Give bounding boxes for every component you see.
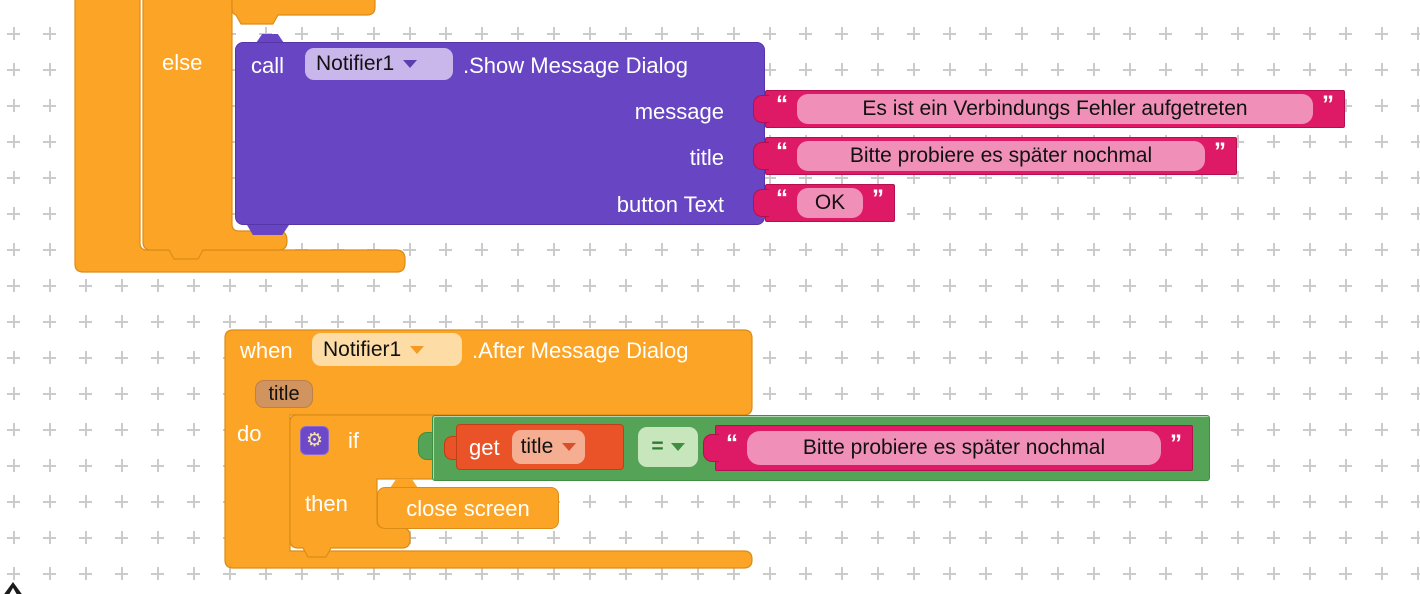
get-label: get: [469, 434, 500, 460]
operator-dropdown[interactable]: =: [638, 427, 698, 467]
mutator-gear-button[interactable]: ⚙: [300, 426, 329, 455]
close-quote: ”: [1322, 91, 1334, 118]
close-screen-top-tab: [390, 479, 418, 488]
text-block-title[interactable]: “ Bitte probiere es später nochmal ”: [753, 137, 1237, 175]
event-param-title-chip[interactable]: title: [255, 380, 313, 408]
dropdown-arrow-icon: [403, 60, 418, 68]
open-quote: “: [726, 430, 738, 457]
call-block-top-tab: [256, 34, 284, 43]
text-block-comparison[interactable]: “ Bitte probiere es später nochmal ”: [703, 425, 1193, 471]
call-block-bottom-tab: [247, 225, 289, 235]
text-block-button-text[interactable]: “ OK ”: [753, 184, 895, 222]
call-show-message-dialog-block[interactable]: call Notifier1 .Show Message Dialog mess…: [235, 42, 765, 225]
if-else-block[interactable]: [142, 0, 288, 260]
component-dropdown[interactable]: Notifier1: [305, 48, 453, 80]
open-quote: “: [776, 138, 788, 165]
arg-label-title: title: [689, 145, 724, 170]
close-quote: ”: [872, 185, 884, 212]
do-label: do: [237, 421, 262, 446]
gear-icon: ⚙: [305, 429, 324, 451]
variable-dropdown[interactable]: title: [511, 430, 586, 464]
close-screen-block[interactable]: close screen: [377, 487, 559, 529]
value-plug: [444, 436, 458, 460]
value-plug: [703, 434, 719, 462]
then-socket-block-remnant[interactable]: [231, 0, 376, 25]
param-chip-label: title: [268, 382, 300, 405]
call-label: call: [251, 53, 285, 78]
text-field-title[interactable]: Bitte probiere es später nochmal: [797, 141, 1205, 171]
if-label: if: [348, 428, 359, 453]
variable-dropdown-value: title: [520, 435, 554, 458]
else-label: else: [162, 50, 203, 75]
open-quote: “: [776, 91, 788, 118]
value-plug: [753, 142, 769, 170]
event-component-dropdown[interactable]: Notifier1: [312, 333, 462, 366]
arg-label-button-text: button Text: [616, 192, 724, 217]
get-variable-block[interactable]: get title: [456, 424, 624, 470]
when-after-message-dialog-block[interactable]: [224, 329, 753, 569]
text-field-message[interactable]: Es ist ein Verbindungs Fehler aufgetrete…: [797, 94, 1313, 124]
operator-dropdown-value: =: [651, 435, 664, 458]
when-label: when: [240, 338, 293, 363]
enclosing-block[interactable]: [74, 0, 406, 273]
component-dropdown-value: Notifier1: [316, 52, 395, 75]
dropdown-arrow-icon: [410, 345, 425, 354]
dropdown-arrow-icon: [670, 443, 685, 451]
event-label: .After Message Dialog: [472, 338, 689, 363]
text-field-button-text[interactable]: OK: [797, 188, 863, 218]
value-plug: [418, 432, 434, 460]
arg-label-message: message: [634, 99, 724, 124]
close-quote: ”: [1170, 430, 1182, 457]
text-block-message[interactable]: “ Es ist ein Verbindungs Fehler aufgetre…: [753, 90, 1345, 128]
open-quote: “: [776, 185, 788, 212]
then-label: then: [305, 491, 348, 516]
value-plug: [753, 189, 769, 217]
close-quote: ”: [1214, 138, 1226, 165]
value-plug: [753, 95, 769, 123]
method-label: .Show Message Dialog: [463, 53, 689, 78]
text-field-comparison[interactable]: Bitte probiere es später nochmal: [747, 431, 1161, 465]
dropdown-arrow-icon: [562, 443, 577, 451]
component-dropdown-value: Notifier1: [323, 337, 402, 361]
close-screen-label: close screen: [406, 495, 530, 521]
